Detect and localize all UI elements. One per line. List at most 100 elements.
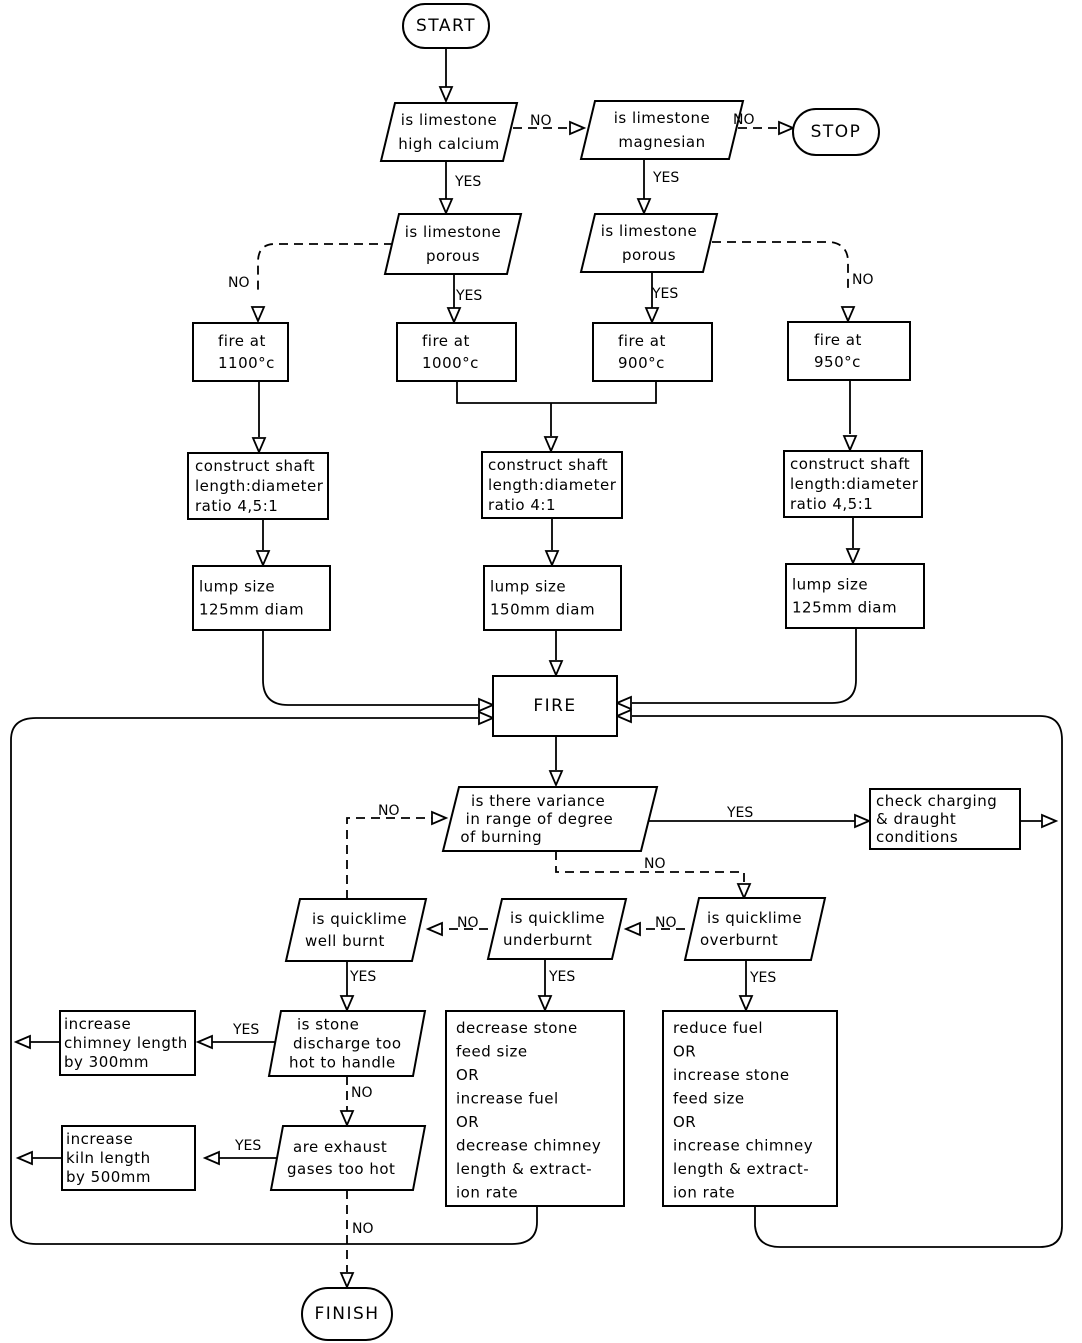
process-shape bbox=[483, 565, 622, 631]
process-shape bbox=[61, 1125, 196, 1191]
edge-label-no: NO bbox=[655, 915, 677, 931]
arrowhead-icon bbox=[478, 710, 496, 726]
node-text-line: 1000°c bbox=[422, 354, 479, 372]
node-text-line: high calcium bbox=[398, 135, 500, 153]
node-text-line: increase stone bbox=[673, 1066, 790, 1084]
node-finish: FINISH bbox=[301, 1287, 393, 1341]
node-text-line: START bbox=[416, 16, 476, 36]
node-text-line: by 500mm bbox=[66, 1168, 151, 1186]
arrowhead-icon bbox=[255, 550, 271, 568]
node-text-line: fire at bbox=[814, 331, 862, 349]
edge-label-yes: YES bbox=[349, 969, 376, 985]
node-fire-1100: fire at 1100°c bbox=[192, 322, 289, 382]
node-text-line: OR bbox=[456, 1113, 479, 1131]
process-shape bbox=[662, 1010, 838, 1207]
node-text-line: decrease stone bbox=[456, 1019, 578, 1037]
edge-label-no: NO bbox=[852, 272, 874, 288]
node-text-line: are exhaust bbox=[293, 1138, 387, 1156]
node-text-line: & draught bbox=[876, 810, 956, 828]
edge-label-no: NO bbox=[530, 113, 552, 129]
edge-label-yes: YES bbox=[651, 286, 678, 302]
node-text-line: conditions bbox=[876, 828, 958, 846]
arrowhead-icon bbox=[614, 695, 632, 711]
node-text-line: OR bbox=[673, 1113, 696, 1131]
decision-shape bbox=[284, 898, 428, 962]
terminal-shape bbox=[301, 1287, 393, 1341]
process-shape bbox=[492, 675, 618, 737]
node-text-line: magnesian bbox=[618, 133, 705, 151]
node-text-line: chimney length bbox=[64, 1034, 188, 1052]
arrowhead-icon bbox=[339, 1110, 355, 1128]
node-text-line: reduce fuel bbox=[673, 1019, 763, 1037]
edge-label-yes: YES bbox=[232, 1022, 259, 1038]
node-text-line: FINISH bbox=[314, 1304, 379, 1324]
node-q-porous-mg: is limestone porous bbox=[579, 213, 719, 273]
node-text-line: is quicklime bbox=[312, 910, 407, 928]
arrowhead-icon bbox=[195, 1034, 213, 1050]
node-text-line: lump size bbox=[490, 578, 566, 596]
edge-label-yes: YES bbox=[652, 170, 679, 186]
arrowhead-icon bbox=[1041, 813, 1059, 829]
arrowhead-icon bbox=[478, 697, 496, 713]
node-text-line: length:diameter bbox=[195, 477, 324, 495]
node-text-line: increase chimney bbox=[673, 1137, 813, 1155]
arrowhead-icon bbox=[339, 995, 355, 1013]
node-q-high-calcium: is limestone high calcium bbox=[379, 102, 519, 162]
node-text-line: is limestone bbox=[601, 222, 698, 240]
node-text-line: is there variance bbox=[471, 792, 605, 810]
process-shape bbox=[481, 451, 623, 519]
arrowhead-icon bbox=[623, 921, 641, 937]
connector-line bbox=[555, 851, 745, 885]
node-text-line: porous bbox=[622, 246, 676, 264]
edge-label-yes: YES bbox=[726, 805, 753, 821]
edge-label-no: NO bbox=[733, 112, 755, 128]
edge-label-yes: YES bbox=[234, 1138, 261, 1154]
connector-line bbox=[632, 715, 1063, 1248]
arrowhead-icon bbox=[431, 810, 449, 826]
node-text-line: 1100°c bbox=[218, 354, 275, 372]
arrowhead-icon bbox=[438, 86, 454, 104]
arrowhead-icon bbox=[778, 120, 796, 136]
edge-label-no: NO bbox=[352, 1221, 374, 1237]
process-shape bbox=[192, 322, 289, 382]
arrowhead-icon bbox=[202, 1150, 220, 1166]
node-text-line: 125mm diam bbox=[792, 599, 897, 617]
arrowhead-icon bbox=[13, 1034, 31, 1050]
node-text-line: 150mm diam bbox=[490, 601, 595, 619]
node-text-line: ratio 4,5:1 bbox=[195, 497, 278, 515]
arrowhead-icon bbox=[840, 306, 856, 324]
arrowhead-icon bbox=[636, 198, 652, 216]
arrowhead-icon bbox=[250, 306, 266, 324]
node-stop: STOP bbox=[792, 108, 880, 156]
edge-label-yes: YES bbox=[749, 970, 776, 986]
node-text-line: discharge too bbox=[293, 1035, 402, 1053]
connector-line bbox=[456, 381, 657, 404]
node-text-line: hot to handle bbox=[289, 1054, 396, 1072]
process-shape bbox=[592, 322, 713, 382]
node-text-line: increase bbox=[64, 1015, 131, 1033]
node-text-line: fire at bbox=[218, 332, 266, 350]
node-text-line: is limestone bbox=[401, 111, 498, 129]
arrowhead-icon bbox=[544, 550, 560, 568]
node-start: START bbox=[402, 3, 490, 49]
node-text-line: ratio 4,5:1 bbox=[790, 495, 873, 513]
node-text-line: decrease chimney bbox=[456, 1137, 601, 1155]
node-text-line: is limestone bbox=[405, 223, 502, 241]
node-text-line: construct shaft bbox=[488, 456, 608, 474]
process-shape bbox=[445, 1010, 625, 1207]
decision-shape bbox=[579, 100, 745, 160]
